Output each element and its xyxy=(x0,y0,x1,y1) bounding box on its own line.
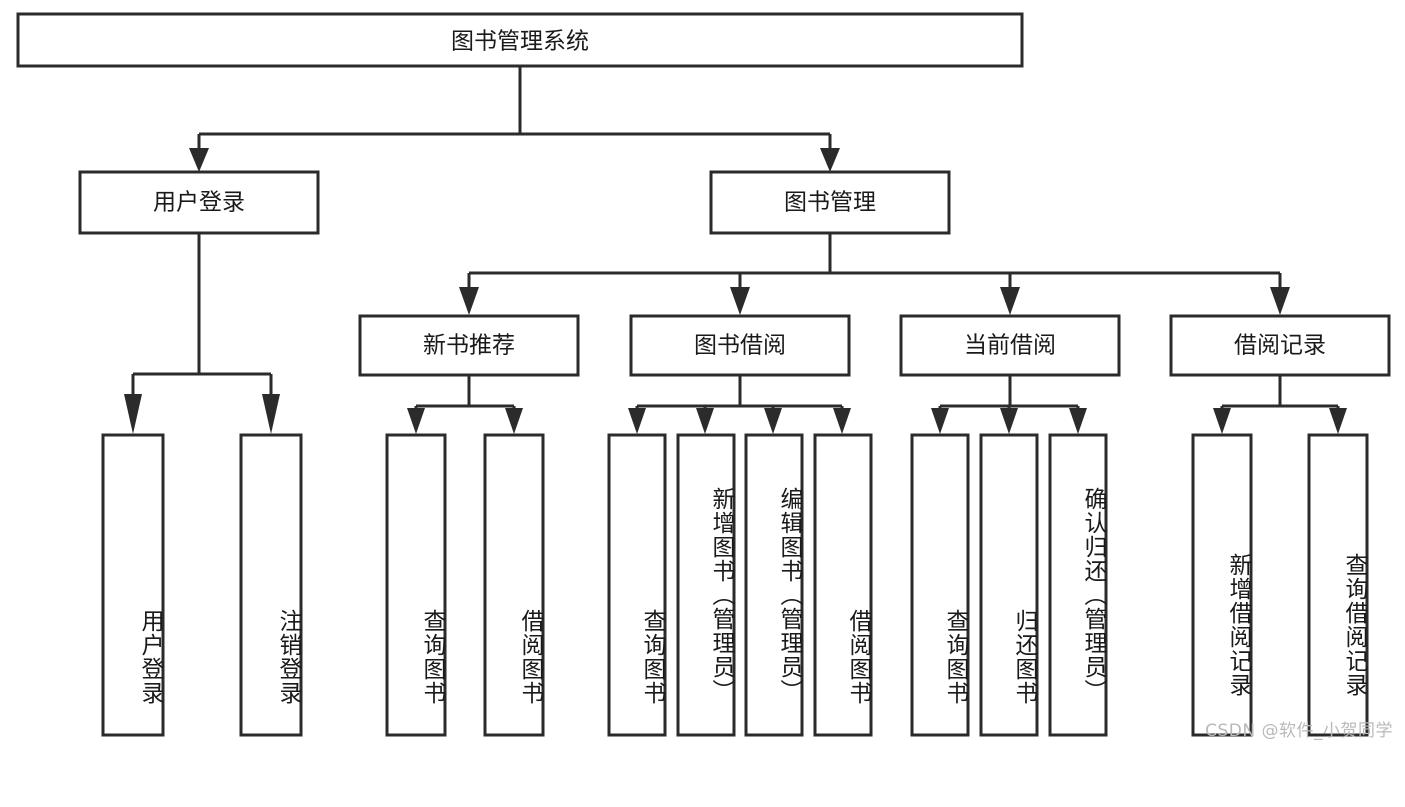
node-leaf-confirm-return[interactable] xyxy=(1048,433,1108,737)
arrowhead-book-borrow xyxy=(730,287,750,315)
arrowhead-leaf-add-book xyxy=(696,408,714,434)
node-leaf-query-record[interactable] xyxy=(1307,433,1369,737)
node-leaf-add-book[interactable] xyxy=(676,433,736,737)
node-borrow-record-label: 借阅记录 xyxy=(1234,333,1326,359)
node-leaf-user-login[interactable] xyxy=(101,433,165,737)
node-book-borrow[interactable] xyxy=(629,314,851,377)
arrowhead-leaf-confirm-return xyxy=(1069,408,1087,434)
node-new-book-recommend-label: 新书推荐 xyxy=(423,333,515,359)
arrowhead-leaf-borrow-book-2 xyxy=(833,408,851,434)
node-leaf-query-book-1[interactable] xyxy=(385,433,447,737)
watermark-text: CSDN @软件_小贺同学 xyxy=(1205,721,1393,741)
node-leaf-edit-book[interactable] xyxy=(744,433,804,737)
arrowhead-leaf-query-book-3 xyxy=(931,408,949,434)
node-current-borrow[interactable] xyxy=(899,314,1121,377)
node-leaf-return-book[interactable] xyxy=(979,433,1039,737)
node-book-manage[interactable] xyxy=(709,170,951,235)
node-leaf-borrow-book-2[interactable] xyxy=(813,433,873,737)
arrowhead-leaf-return-book xyxy=(1000,408,1018,434)
diagram-canvas: 图书管理系统 用户登录 图书管理 新书推荐 图书借阅 当前借阅 借阅记录 xyxy=(16,12,1391,737)
node-root[interactable] xyxy=(16,12,1024,68)
node-leaf-borrow-book-1[interactable] xyxy=(483,433,545,737)
arrowhead-leaf-borrow-book-1 xyxy=(505,408,523,434)
node-layer: 图书管理系统 用户登录 图书管理 新书推荐 图书借阅 当前借阅 借阅记录 xyxy=(16,12,1391,737)
arrowhead-leaf-user-logout xyxy=(262,394,280,434)
arrowhead-new-book-recommend xyxy=(459,287,479,315)
node-borrow-record[interactable] xyxy=(1169,314,1391,377)
connector-layer xyxy=(124,66,1347,434)
node-root-label: 图书管理系统 xyxy=(451,29,589,55)
node-leaf-add-record[interactable] xyxy=(1191,433,1253,737)
arrowhead-leaf-query-book-1 xyxy=(407,408,425,434)
functional-structure-diagram: 图书管理系统 用户登录 图书管理 新书推荐 图书借阅 当前借阅 借阅记录 xyxy=(16,12,1393,741)
node-leaf-user-logout[interactable] xyxy=(239,433,303,737)
arrowhead-borrow-record xyxy=(1270,287,1290,315)
node-book-borrow-label: 图书借阅 xyxy=(694,333,786,359)
arrowhead-current-borrow xyxy=(1000,287,1020,315)
node-user-login-label: 用户登录 xyxy=(153,190,245,216)
arrowhead-leaf-query-record xyxy=(1329,408,1347,434)
node-user-login[interactable] xyxy=(78,170,320,235)
node-leaf-query-book-2[interactable] xyxy=(607,433,667,737)
arrowhead-leaf-add-record xyxy=(1213,408,1231,434)
arrowhead-leaf-user-login xyxy=(124,394,142,434)
node-leaf-query-book-3[interactable] xyxy=(910,433,970,737)
node-new-book-recommend[interactable] xyxy=(358,314,580,377)
arrowhead-user-login xyxy=(189,148,209,172)
arrowhead-book-manage xyxy=(820,148,840,172)
node-book-manage-label: 图书管理 xyxy=(784,190,876,216)
arrowhead-leaf-edit-book xyxy=(764,408,782,434)
node-current-borrow-label: 当前借阅 xyxy=(964,333,1056,359)
arrowhead-leaf-query-book-2 xyxy=(628,408,646,434)
